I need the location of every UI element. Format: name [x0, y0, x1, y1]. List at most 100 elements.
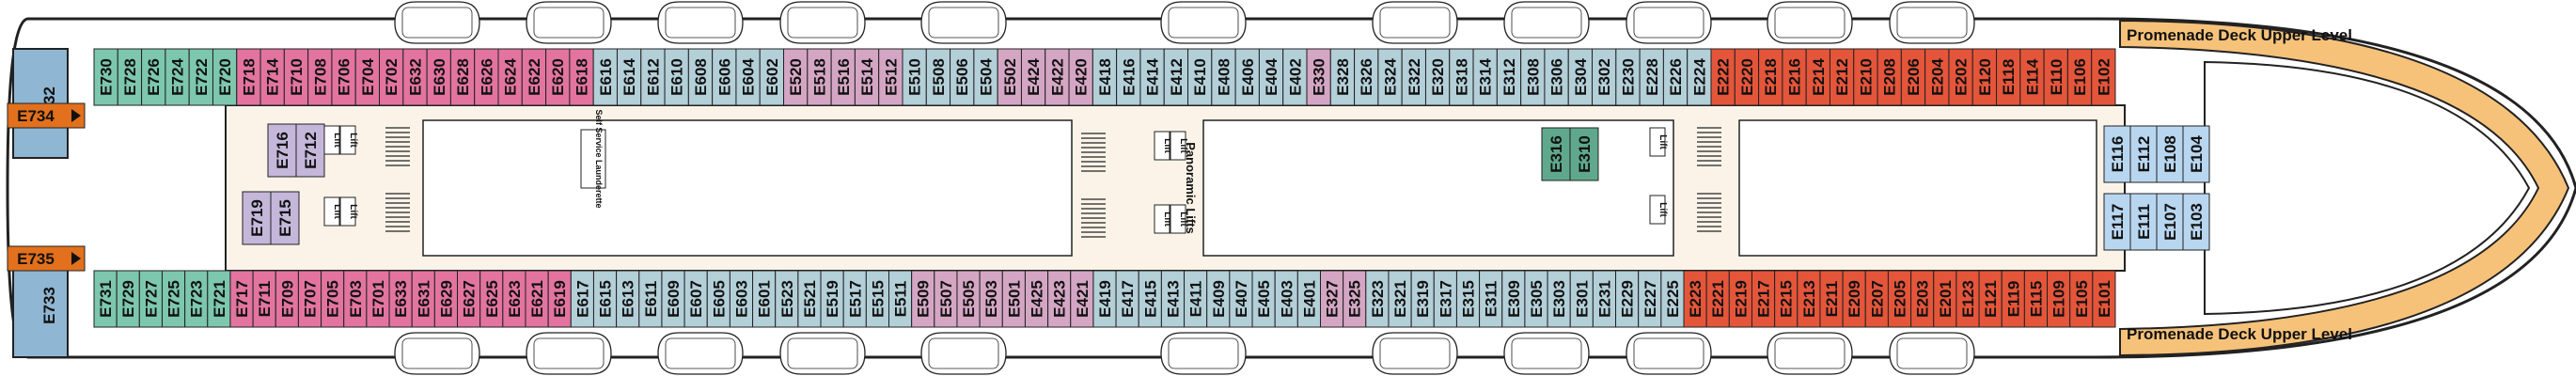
cabin-label: E112 [2135, 136, 2153, 173]
cabin-E720: E720 [212, 48, 238, 106]
cabin-E222: E222 [1710, 48, 1736, 106]
bow-deck [2119, 19, 2570, 357]
cabin-label: E708 [311, 58, 329, 96]
cabin-label: E710 [288, 58, 306, 96]
cabin-label: E109 [2050, 280, 2068, 318]
cabin-label: E417 [1119, 280, 1137, 318]
cabin-label: E116 [2109, 136, 2127, 173]
lifeboat [920, 1, 1007, 44]
lift: Lift [1170, 204, 1188, 234]
lift-label: Lift [1178, 138, 1188, 153]
cabin-E311: E311 [1479, 270, 1503, 328]
cabin-label: E416 [1120, 58, 1138, 96]
cabin-E617: E617 [570, 270, 594, 328]
lifeboat [1503, 1, 1590, 44]
cabin-label: E103 [2188, 203, 2206, 241]
cabin-E517: E517 [842, 270, 867, 328]
cabin-E317: E317 [1433, 270, 1457, 328]
cabin-label: E623 [506, 280, 524, 318]
cabin-label: E725 [165, 280, 183, 318]
cabin-E704: E704 [354, 48, 381, 106]
cabin-E632: E632 [402, 48, 428, 106]
cabin-label: E326 [1358, 58, 1375, 96]
cabin-E623: E623 [502, 270, 526, 328]
cabin-label: E220 [1738, 58, 1756, 96]
cabin-label: E705 [324, 280, 342, 318]
cabin-label: E402 [1286, 58, 1304, 96]
cabin-label: E205 [1892, 280, 1909, 318]
lifeboat [1767, 1, 1853, 44]
cabin-E521: E521 [797, 270, 822, 328]
cabin-label: E111 [2135, 204, 2153, 240]
cabin-E424: E424 [1020, 48, 1046, 106]
lifeboat [394, 1, 480, 44]
cabin-E615: E615 [592, 270, 618, 328]
cabin-E322: E322 [1401, 48, 1426, 106]
cabin-E227: E227 [1638, 270, 1662, 328]
cabin-label: E418 [1096, 58, 1114, 96]
cabin-E602: E602 [759, 48, 785, 106]
lifeboat [394, 332, 480, 375]
cabin-E702: E702 [379, 48, 404, 106]
cabin-E614: E614 [616, 48, 642, 106]
cabin-label: E403 [1278, 280, 1296, 318]
cabin-E611: E611 [638, 270, 663, 328]
cabin-E607: E607 [683, 270, 708, 328]
cabin-E624: E624 [497, 48, 523, 106]
cabin-E228: E228 [1639, 48, 1664, 106]
cabin-E110: E110 [2043, 48, 2068, 106]
cabin-label: E304 [1572, 58, 1590, 96]
cabin-E601: E601 [752, 270, 777, 328]
cabin-label: E724 [169, 58, 187, 96]
cabin-label: E229 [1619, 280, 1637, 318]
cabin-E324: E324 [1377, 48, 1403, 106]
cabin-E123: E123 [1956, 270, 1980, 328]
cabin-E613: E613 [616, 270, 640, 328]
cabin-E511: E511 [888, 270, 913, 328]
cabin-label: E107 [2161, 203, 2179, 241]
cabin-E516: E516 [830, 48, 856, 106]
cabin-label: E613 [620, 280, 637, 318]
cabin-label: E717 [233, 280, 251, 318]
cabin-label: E311 [1483, 281, 1500, 318]
lifeboat [1503, 332, 1590, 375]
cabin-E216: E216 [1782, 48, 1807, 106]
lifeboat [1767, 332, 1853, 375]
cabin-E111: E111 [2129, 193, 2158, 251]
cabin-label: E106 [2071, 58, 2089, 96]
cabin-label: E306 [1548, 58, 1566, 96]
cabin-label: E625 [483, 280, 501, 318]
cabin-label: E120 [1976, 58, 1994, 96]
cabin-label: E118 [2000, 59, 2018, 96]
cabin-E719: E719 [242, 191, 272, 245]
cabin-E618: E618 [569, 48, 594, 106]
cabin-label: E511 [892, 281, 910, 318]
cabin-E302: E302 [1592, 48, 1617, 106]
cabin-E716: E716 [267, 123, 297, 178]
cabin-E308: E308 [1520, 48, 1546, 106]
cabin-label: E718 [240, 58, 258, 96]
cabin-E103: E103 [2182, 193, 2210, 251]
cabin-E204: E204 [1924, 48, 1950, 106]
launderette-box [580, 129, 606, 189]
cabin-label: E218 [1762, 58, 1780, 96]
cabin-E229: E229 [1615, 270, 1640, 328]
cabin-E622: E622 [521, 48, 547, 106]
cabin-E620: E620 [545, 48, 571, 106]
cabin-label: E104 [2188, 135, 2206, 173]
cabin-label: E501 [1005, 280, 1023, 318]
cabin-E223: E223 [1683, 270, 1707, 328]
cabin-label: E731 [97, 280, 115, 318]
cabin-label: E405 [1255, 280, 1273, 318]
bow-inner [2204, 60, 2531, 316]
cabin-E304: E304 [1567, 48, 1594, 106]
cabin-label: E704 [359, 58, 377, 96]
cabin-E209: E209 [1842, 270, 1866, 328]
cabin-E504: E504 [973, 48, 998, 106]
cabin-label: E706 [336, 58, 353, 96]
cabin-label: E408 [1215, 58, 1233, 96]
cabin-label: E406 [1239, 58, 1257, 96]
cabin-label: E505 [960, 280, 978, 318]
lift-label: Lift [1657, 134, 1668, 149]
cabin-label: E604 [740, 58, 758, 96]
